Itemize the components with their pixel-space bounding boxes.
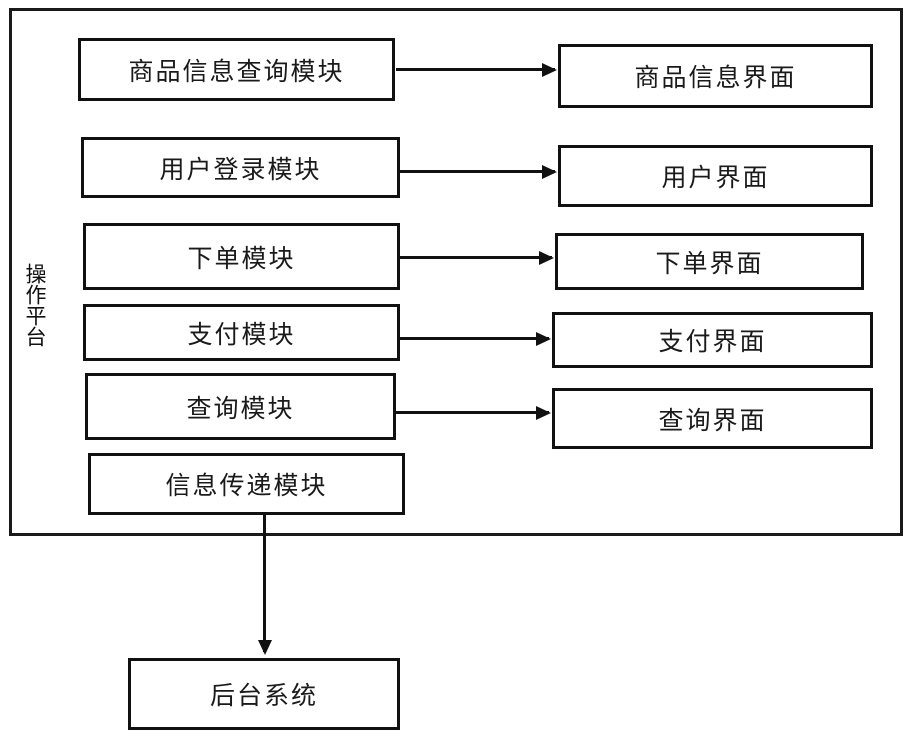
node-label: 用户界面: [661, 163, 770, 192]
node-message-delivery-module[interactable]: 信息传递模块: [88, 453, 405, 515]
node-label: 支付界面: [658, 327, 767, 356]
node-label: 后台系统: [209, 681, 318, 710]
node-place-order-module[interactable]: 下单模块: [83, 223, 400, 290]
node-label: 用户登录模块: [159, 154, 322, 184]
node-backend-system[interactable]: 后台系统: [128, 658, 400, 730]
arrow-message-delivery-to-backend: [263, 515, 266, 652]
node-label: 查询模块: [186, 393, 295, 423]
arrow-payment-to-interface: [400, 337, 549, 340]
node-place-order-interface[interactable]: 下单界面: [555, 233, 864, 290]
arrow-product-info-query-to-interface: [396, 68, 555, 71]
node-label: 下单界面: [655, 248, 764, 278]
arrow-place-order-to-interface: [400, 256, 552, 259]
node-query-interface[interactable]: 查询界面: [552, 388, 873, 449]
node-label: 支付模块: [187, 319, 296, 349]
arrow-user-login-to-user-interface: [400, 170, 555, 173]
operation-platform-label: 操作平台: [23, 263, 47, 347]
node-user-interface[interactable]: 用户界面: [558, 145, 873, 207]
arrow-query-to-interface: [396, 411, 549, 414]
node-user-login-module[interactable]: 用户登录模块: [81, 137, 400, 198]
node-label: 商品信息界面: [634, 63, 797, 92]
node-label: 信息传递模块: [165, 471, 328, 500]
node-product-info-query-module[interactable]: 商品信息查询模块: [78, 38, 395, 101]
node-product-info-interface[interactable]: 商品信息界面: [558, 44, 873, 108]
node-query-module[interactable]: 查询模块: [85, 373, 396, 440]
node-payment-module[interactable]: 支付模块: [83, 304, 400, 361]
node-payment-interface[interactable]: 支付界面: [552, 312, 873, 368]
node-label: 查询界面: [658, 405, 767, 435]
node-label: 商品信息查询模块: [128, 56, 345, 86]
node-label: 下单模块: [187, 243, 296, 273]
